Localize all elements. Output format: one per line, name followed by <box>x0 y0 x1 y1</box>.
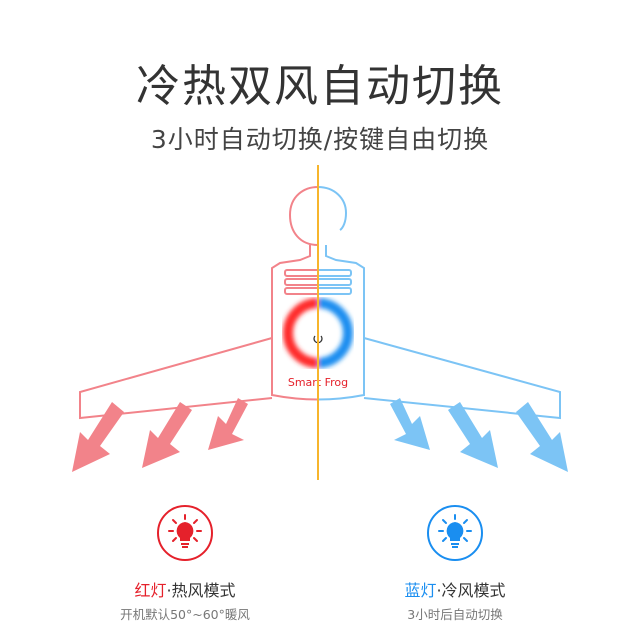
warm-mode-description: 开机默认50°~60°暖风 <box>120 607 250 622</box>
cool-mode-description: 3小时后自动切换 <box>407 607 503 622</box>
arrow-down-left-icon <box>208 398 248 450</box>
arrow-down-right-icon <box>516 402 568 472</box>
hanger-warm-half <box>79 185 318 420</box>
page-subtitle: 3小时自动切换/按键自由切换 <box>150 125 490 154</box>
page-title: 冷热双风自动切换 <box>136 61 504 112</box>
cool-mode: 蓝灯·冷风模式 3小时后自动切换 <box>355 505 555 623</box>
cool-mode-title: 蓝灯·冷风模式 <box>404 581 506 600</box>
cool-air-arrows <box>390 398 568 472</box>
arrow-down-right-icon <box>448 402 498 468</box>
arrow-down-left-icon <box>72 402 124 472</box>
warm-air-arrows <box>72 398 248 472</box>
lightbulb-icon <box>168 514 202 548</box>
warm-mode: 红灯·热风模式 开机默认50°~60°暖风 <box>85 505 285 623</box>
lightbulb-icon <box>438 514 472 548</box>
arrow-down-left-icon <box>142 402 192 468</box>
mode-indicator-ring <box>283 298 353 368</box>
arrow-down-right-icon <box>390 398 430 450</box>
warm-mode-badge <box>157 505 213 561</box>
cool-mode-badge <box>427 505 483 561</box>
warm-mode-title: 红灯·热风模式 <box>134 581 236 600</box>
